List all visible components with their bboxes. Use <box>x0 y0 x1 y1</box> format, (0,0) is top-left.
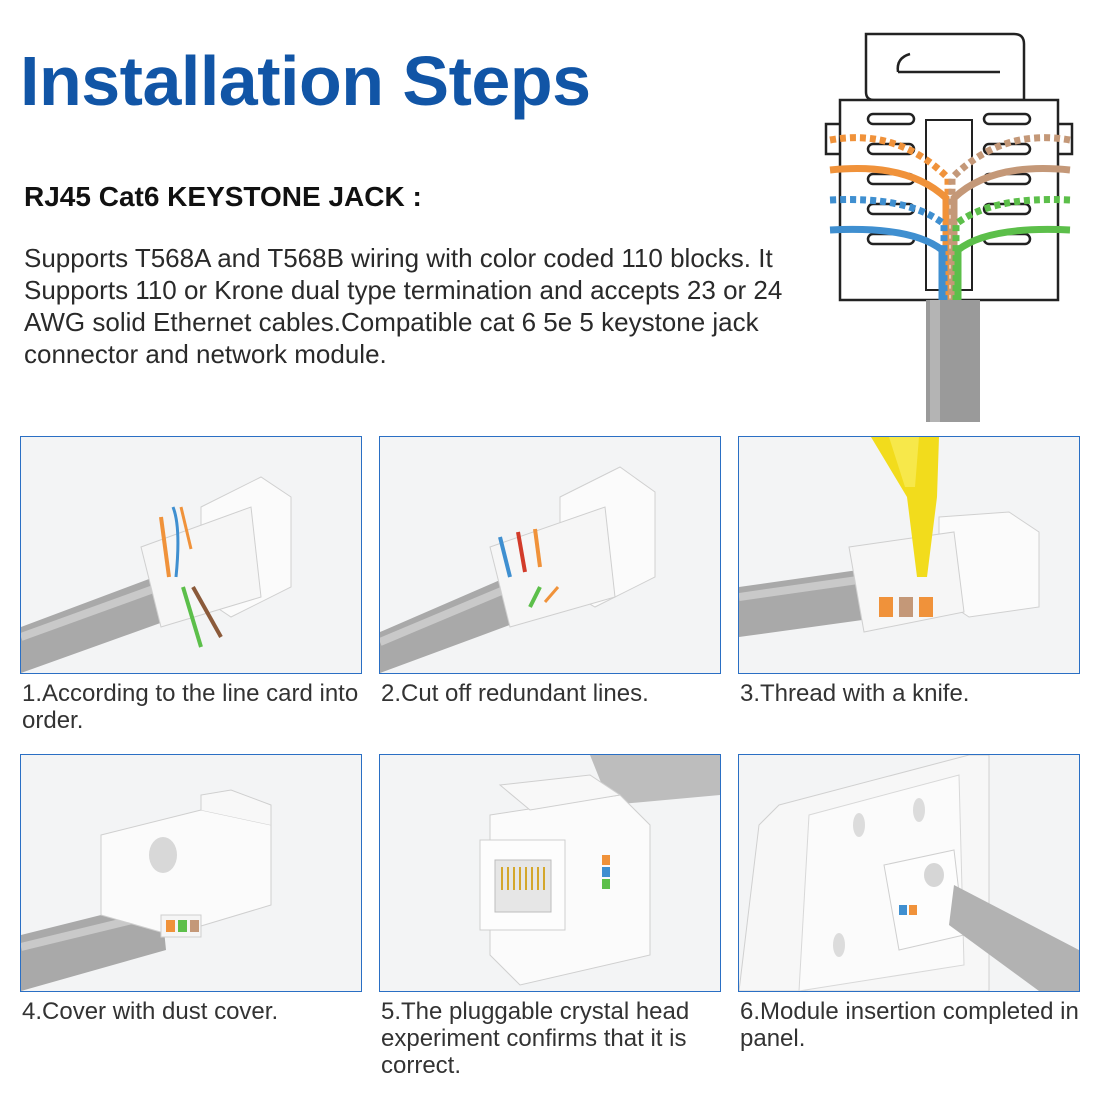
step-3: 3.Thread with a knife. <box>738 436 1080 707</box>
step-1-caption: 1.According to the line card into order. <box>22 680 359 734</box>
step-4-caption: 4.Cover with dust cover. <box>22 998 279 1025</box>
step-2-photo <box>379 436 721 674</box>
product-subtitle: RJ45 Cat6 KEYSTONE JACK : <box>24 181 422 212</box>
step-5-photo <box>379 754 721 992</box>
step-3-caption: 3.Thread with a knife. <box>740 680 970 707</box>
step-5-caption: 5.The pluggable crystal head experiment … <box>381 998 690 1079</box>
step-4-photo <box>20 754 362 992</box>
step-1-photo <box>20 436 362 674</box>
step-5: 5.The pluggable crystal head experiment … <box>379 754 721 1079</box>
step-6: 6.Module insertion completed in panel. <box>738 754 1080 1052</box>
keystone-wiring-diagram <box>818 28 1080 422</box>
product-description: Supports T568A and T568B wiring with col… <box>24 243 783 369</box>
step-2: 2.Cut off redundant lines. <box>379 436 721 707</box>
step-6-photo <box>738 754 1080 992</box>
step-6-caption: 6.Module insertion completed in panel. <box>740 998 1079 1052</box>
page-title: Installation Steps <box>20 42 591 120</box>
step-2-caption: 2.Cut off redundant lines. <box>381 680 649 707</box>
step-1: 1.According to the line card into order. <box>20 436 362 734</box>
step-4: 4.Cover with dust cover. <box>20 754 362 1025</box>
step-3-photo <box>738 436 1080 674</box>
